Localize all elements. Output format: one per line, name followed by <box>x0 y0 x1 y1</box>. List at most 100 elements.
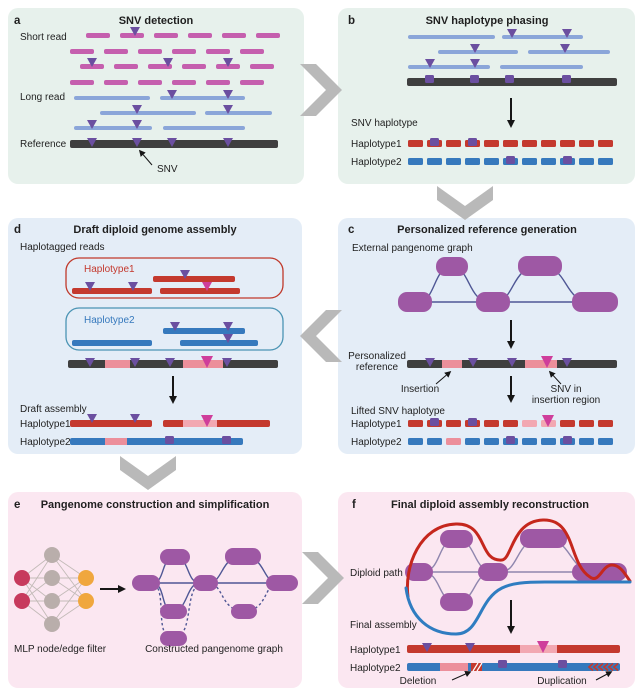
long-read-bar <box>74 126 152 130</box>
long-read-bar <box>100 111 196 115</box>
diploid-path-graph <box>404 518 632 636</box>
hap-dash <box>522 438 537 445</box>
graph-edge-dotted <box>207 582 279 612</box>
haplotype1-label: Haplotype1 <box>351 139 402 150</box>
pangenome-node <box>231 604 257 619</box>
pangenome-node <box>193 575 218 591</box>
haplotype1-label: Haplotype1 <box>20 419 71 430</box>
snv-in-insertion-label-1: SNV in <box>550 384 581 395</box>
draft-haplotype2-track <box>70 436 243 445</box>
mlp-input-node <box>14 570 30 586</box>
haplotype1-label: Haplotype1 <box>351 419 402 430</box>
snv-square <box>558 660 567 668</box>
long-read-bar <box>438 50 518 54</box>
mlp-output-node <box>78 570 94 586</box>
snv-square <box>468 138 477 146</box>
hap-dash <box>446 140 461 147</box>
panel-c-letter: c <box>348 224 355 236</box>
haplotype1-label: Haplotype1 <box>350 645 401 656</box>
hap2-read <box>72 340 152 346</box>
personalized-reference-track <box>407 356 617 368</box>
hap-dash <box>503 420 518 427</box>
reference-track <box>407 75 617 86</box>
final-assembly-label: Final assembly <box>350 620 417 631</box>
chevron-d-to-e <box>120 456 176 490</box>
short-read-bar <box>138 80 162 85</box>
hap2-contig <box>70 438 243 445</box>
snv-square <box>506 436 515 444</box>
long-read-bar <box>408 35 495 39</box>
panel-a: a SNV detection Short read Long read Ref… <box>8 8 304 184</box>
hap-dash <box>427 158 442 165</box>
short-read-bar <box>172 49 196 54</box>
haplotype2-reads <box>72 322 258 346</box>
panel-a-letter: a <box>14 15 21 27</box>
hap-dash <box>579 140 594 147</box>
short-read-bar <box>70 80 94 85</box>
deletion-label: Deletion <box>400 676 437 687</box>
pangenome-node <box>572 292 618 312</box>
short-read-bar <box>154 33 178 38</box>
panel-e-title: Pangenome construction and simplificatio… <box>41 499 270 511</box>
snv-in-insertion-annotation-arrow <box>548 370 562 385</box>
short-read-bar <box>240 80 264 85</box>
hap-dash <box>484 140 499 147</box>
panel-b-title: SNV haplotype phasing <box>426 15 549 27</box>
snv-annotation-arrow <box>138 149 153 166</box>
haplotype2-label: Haplotype2 <box>351 437 402 448</box>
hap-dash <box>503 140 518 147</box>
snv-square <box>165 436 174 444</box>
snv-square <box>468 418 477 426</box>
short-read-bar <box>206 49 230 54</box>
personalized-reference-track <box>68 356 278 368</box>
hap-dash <box>598 140 613 147</box>
short-read-bar <box>104 49 128 54</box>
hap-dash <box>446 158 461 165</box>
mlp-hidden-node <box>44 547 60 563</box>
external-pangenome-graph <box>398 256 618 312</box>
short-read-bar <box>182 64 206 69</box>
mlp-hidden-node <box>44 616 60 632</box>
short-read-bar <box>188 33 212 38</box>
hap-dash <box>484 438 499 445</box>
snv-square <box>425 75 434 83</box>
hap-dash <box>598 158 613 165</box>
mlp-output-node <box>78 593 94 609</box>
short-read-bar <box>114 64 138 69</box>
short-read-bar <box>240 49 264 54</box>
short-read-bar <box>250 64 274 69</box>
constructed-graph-label: Constructed pangenome graph <box>145 644 283 655</box>
final-haplotype1-track <box>407 641 620 653</box>
haplotype2-label: Haplotype2 <box>350 663 401 674</box>
panel-f-bg <box>338 492 635 688</box>
hap-dash <box>484 420 499 427</box>
pangenome-node <box>518 256 562 276</box>
pangenome-node <box>436 257 468 276</box>
snv-square <box>222 436 231 444</box>
pangenome-node <box>440 593 473 611</box>
hap-dash <box>598 438 613 445</box>
haplotype2-label: Haplotype2 <box>20 437 71 448</box>
chevron-e-to-f <box>302 552 344 604</box>
pangenome-node <box>160 604 187 619</box>
deletion-hatch <box>472 662 483 672</box>
hap1-read <box>72 288 152 294</box>
draft-haplotype1-track <box>70 414 270 427</box>
snv-in-insertion-label-2: insertion region <box>532 395 600 406</box>
chevron-b-to-c <box>437 186 493 220</box>
long-read-label: Long read <box>20 92 65 103</box>
pangenome-node <box>478 563 508 581</box>
hap-dash <box>579 420 594 427</box>
insertion-region <box>105 438 127 445</box>
hap2-read <box>180 340 258 346</box>
deletion-annotation-arrow <box>451 671 472 681</box>
snv-square <box>430 418 439 426</box>
pangenome-node <box>266 575 298 591</box>
snv-square <box>470 75 479 83</box>
mlp-edges <box>21 554 87 625</box>
panel-e: e Pangenome construction and simplificat… <box>8 492 302 688</box>
panel-c-title: Personalized reference generation <box>397 224 577 236</box>
personalized-reference-label-2: reference <box>356 362 399 373</box>
snv-square <box>563 156 572 164</box>
snv-haplotype-label: SNV haplotype <box>351 118 418 129</box>
